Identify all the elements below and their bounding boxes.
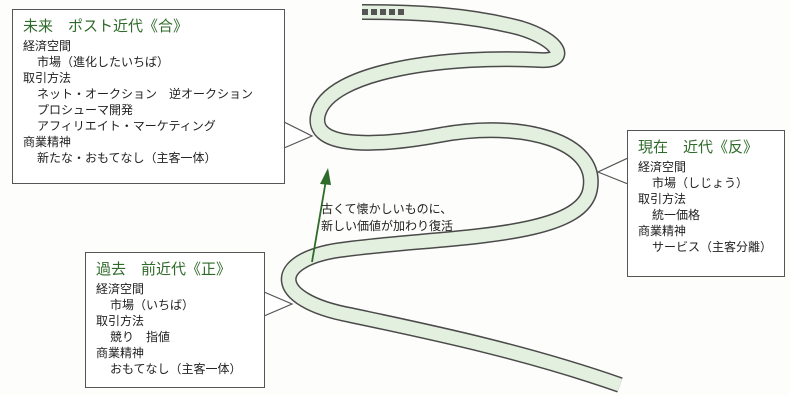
revival-note: 古くて懐かしいものに、 新しい価値が加わり復活 [321,201,453,235]
past-title: 過去 前近代《正》 [96,260,232,278]
past-box: 過去 前近代《正》 経済空間 市場（いちば） 取引方法 競り 指値 商業精神 お… [85,252,265,388]
past-line-bidding: 競り 指値 [110,330,171,344]
future-line-affiliate: アフィリエイト・マーケティング [37,119,216,133]
progress-arrow-shaft [311,179,327,263]
revival-note-line-1: 古くて懐かしいものに、 [321,202,453,216]
present-box: 現在 近代《反》 経済空間 市場（しじょう） 取引方法 統一価格 商業精神 サー… [627,130,785,277]
present-callout-pointer [596,157,629,185]
future-box: 未来 ポスト近代《合》 経済空間 市場（進化したいちば） 取引方法 ネット・オー… [12,9,285,184]
present-line-service: サービス（主客分離） [652,240,773,254]
present-title: 現在 近代《反》 [638,138,759,156]
spiral-ribbon [282,5,623,392]
future-line-trade-method: 取引方法 [23,71,72,85]
future-line-auction: ネット・オークション 逆オークション [37,87,254,101]
present-line-commerce-spirit: 商業精神 [638,224,687,238]
present-line-trade-method: 取引方法 [638,192,687,206]
present-line-market: 市場（しじょう） [652,176,749,190]
past-line-economic-space: 経済空間 [96,282,145,296]
present-line-uniform-price: 統一価格 [652,208,701,222]
progress-arrow-head [320,168,331,185]
future-title: 未来 ポスト近代《合》 [23,17,189,35]
past-line-market: 市場（いちば） [110,298,195,312]
future-line-hospitality: 新たな・おもてなし（主客一体） [37,151,217,165]
past-line-commerce-spirit: 商業精神 [96,346,145,360]
past-line-trade-method: 取引方法 [96,314,145,328]
present-line-economic-space: 経済空間 [638,160,687,174]
future-callout-pointer [283,121,314,149]
spiral-ribbon-edge [280,4,623,393]
future-line-market: 市場（進化したいちば） [37,55,170,69]
revival-note-line-2: 新しい価値が加わり復活 [321,219,454,233]
future-line-economic-space: 経済空間 [23,39,72,53]
future-line-commerce-spirit: 商業精神 [23,135,72,149]
past-line-hospitality: おもてなし（主客一体） [110,362,242,376]
future-line-prosumer: プロシューマ開発 [37,103,134,117]
